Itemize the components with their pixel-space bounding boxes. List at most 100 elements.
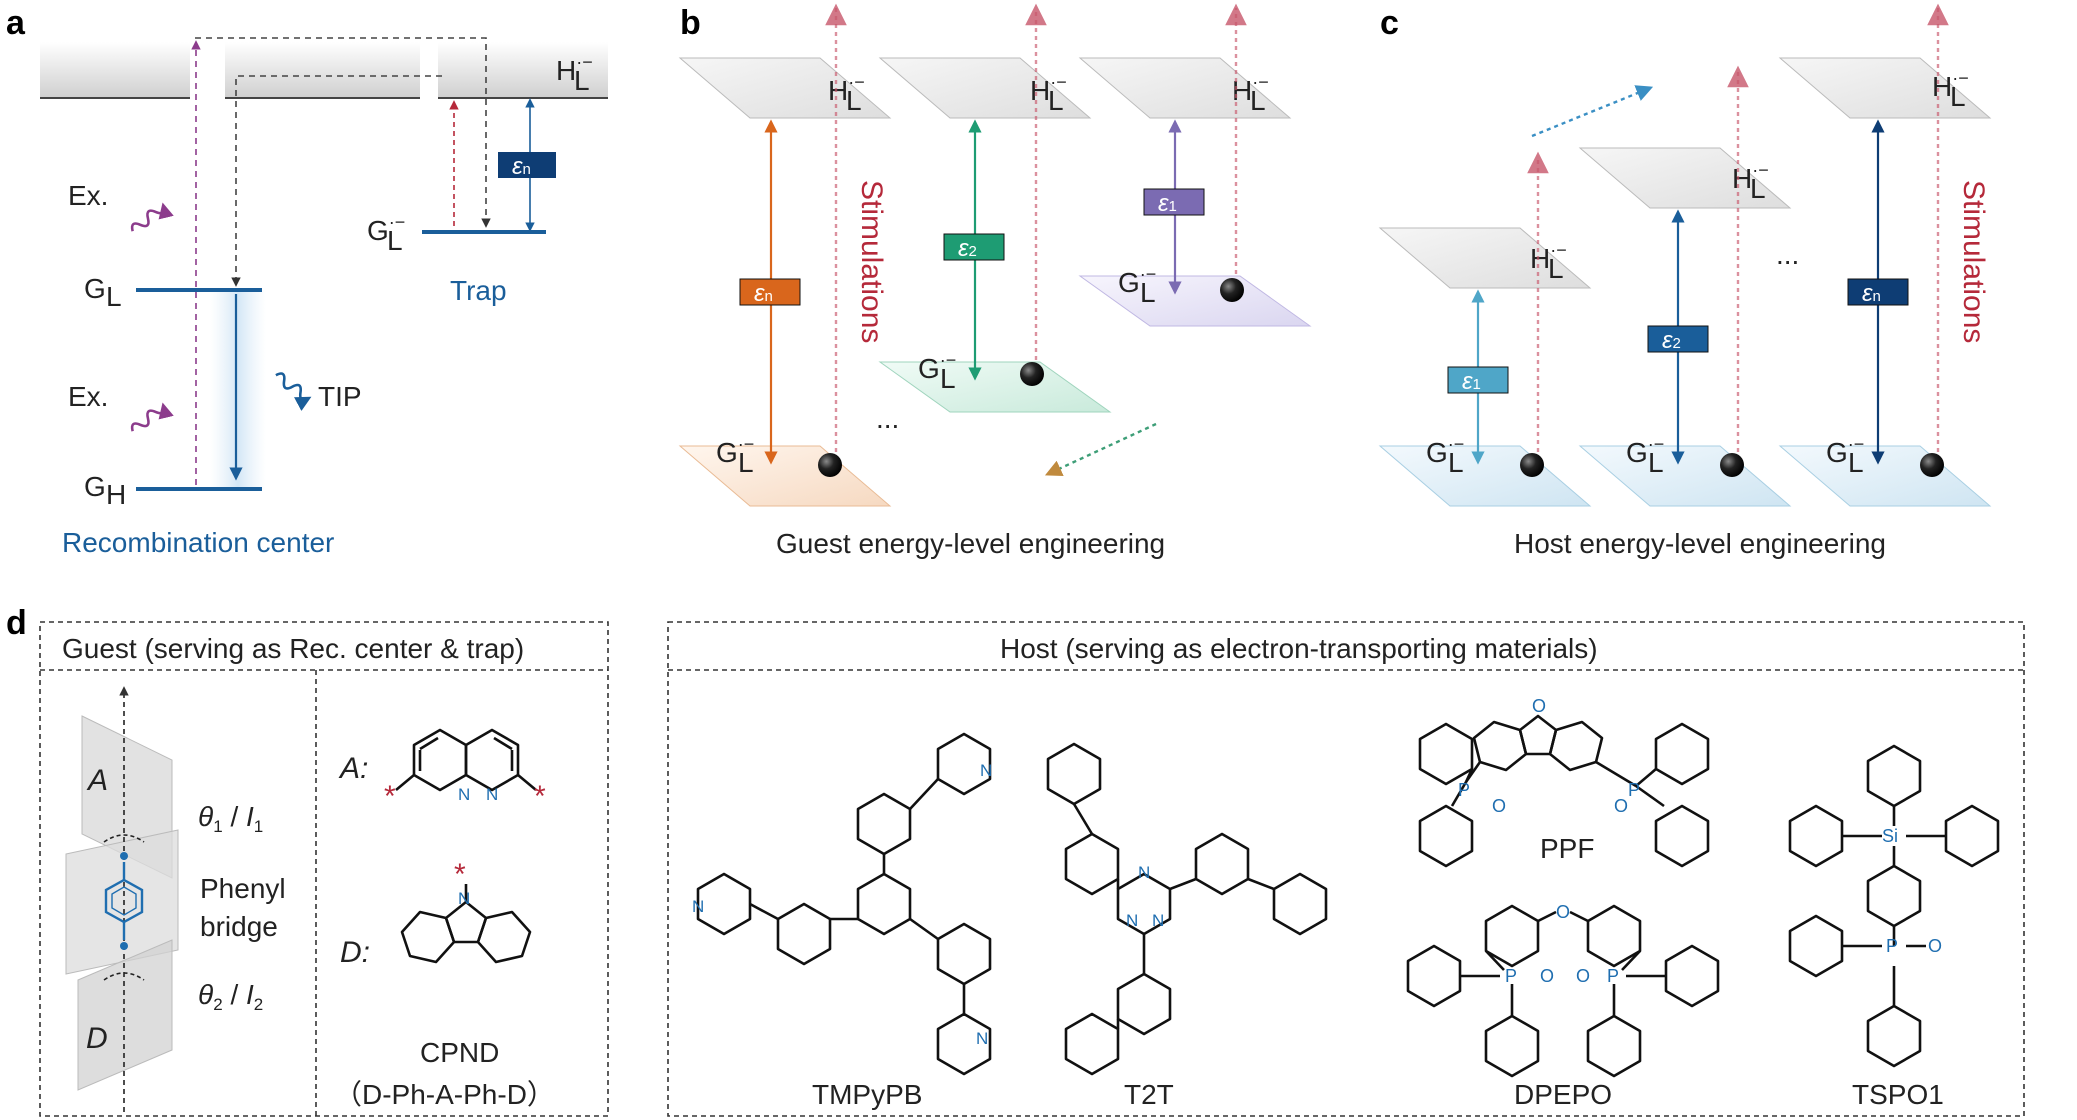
svg-text:L: L: [1140, 277, 1156, 308]
trap-level-label: G·− L: [367, 212, 405, 256]
phenyl-node-top: [120, 852, 128, 860]
torsion-arc-2-icon: [103, 972, 145, 981]
guest-plane-c3: [1778, 445, 1992, 507]
ppf-label: PPF: [1540, 833, 1594, 864]
acceptor-n1: N: [458, 785, 470, 804]
svg-text:L: L: [1048, 85, 1064, 116]
guest-plane-b1: [678, 445, 892, 507]
tmpypb-n3: N: [976, 1029, 988, 1048]
host-box: [667, 621, 2025, 1117]
caption-c: Host energy-level engineering: [1514, 528, 1886, 559]
epsilon-1-box-c: [1447, 366, 1509, 394]
guest-plane-c1: [1378, 445, 1592, 507]
tmpypb-n2: N: [692, 897, 704, 916]
svg-text:ε1: ε1: [1462, 368, 1481, 395]
plane-d-label: D: [86, 1022, 108, 1055]
electron-b1: [818, 453, 842, 477]
svg-text:L: L: [846, 85, 862, 116]
electron-c3: [1920, 453, 1944, 477]
guest-plane-b3: [1078, 275, 1312, 327]
naphthyridine-structure: [395, 728, 537, 792]
svg-text:L: L: [387, 225, 403, 256]
svg-text:θ2 / I2: θ2 / I2: [198, 979, 263, 1014]
host-plane-b2: [878, 57, 1092, 119]
guest-box: [39, 621, 609, 1117]
panel-label-d: d: [6, 604, 27, 642]
host-level-label: H·− L: [556, 52, 593, 96]
theta2-label: θ2 / I2: [198, 979, 263, 1014]
tspo1-structure: [1788, 744, 2000, 1068]
plane-donor: [77, 939, 173, 1091]
epsilon-n-box-b: [739, 278, 801, 306]
svg-text:εn: εn: [754, 280, 773, 307]
ellipsis-c: ...: [1776, 239, 1799, 270]
electron-c2: [1720, 453, 1744, 477]
phenyl-label: Phenyl: [200, 873, 286, 904]
svg-text:L: L: [738, 447, 754, 478]
electron-c1: [1520, 453, 1544, 477]
tip-emission-wave-icon: [275, 372, 312, 411]
h-label-b3: H·−L: [1232, 72, 1269, 116]
acceptor-star-left: *: [384, 780, 396, 813]
donor-n: N: [458, 889, 470, 908]
plane-a-label: A: [86, 764, 108, 797]
svg-text:H·−: H·−: [556, 52, 593, 86]
cpnd-formula: （D-Ph-A-Ph-D）: [334, 1079, 555, 1110]
theta1-label: θ1 / I1: [198, 801, 263, 836]
svg-text:L: L: [574, 65, 590, 96]
dashed-transfer-top: [195, 37, 491, 228]
panel-b: b H·−L H·−L H·−L εn ε2 ε1 G·−L G·−L G·−L: [678, 3, 1312, 559]
svg-text:G·−: G·−: [1626, 434, 1664, 468]
h-label-b1: H·−L: [828, 72, 865, 116]
ppf-p2: P: [1628, 780, 1640, 800]
t2t-structure: [1046, 742, 1328, 1076]
epsilon-n-box: [498, 152, 556, 178]
host-header: Host (serving as electron-transporting m…: [1000, 633, 1598, 664]
svg-text:H: H: [106, 479, 126, 510]
svg-text:G·−: G·−: [1118, 264, 1156, 298]
h-label-c1: H·−L: [1530, 240, 1567, 284]
torsion-arc-1-icon: [103, 834, 145, 843]
excitation-label-bottom: Ex.: [68, 381, 108, 412]
svg-text:G·−: G·−: [367, 212, 405, 246]
panel-a: a H·− L εn G·− L Trap: [6, 4, 608, 558]
panel-c: c H·−L H·−L H·−L ε1 ε2 εn G·−L G·−L G·−L: [1378, 3, 1992, 559]
trend-arrow-b: [1044, 422, 1157, 476]
ppf-structure: [1418, 714, 1710, 868]
caption-b: Guest energy-level engineering: [776, 528, 1165, 559]
svg-text:H·−: H·−: [1932, 68, 1969, 102]
donor-label: D:: [340, 936, 370, 969]
guest-plane-b2: [878, 361, 1112, 413]
g-label-b1: G·−L: [716, 434, 754, 478]
panel-label-c: c: [1380, 4, 1399, 42]
tspo1-si: Si: [1882, 826, 1898, 846]
svg-text:H·−: H·−: [828, 72, 865, 106]
trap-label: Trap: [450, 275, 507, 306]
acceptor-n2: N: [486, 785, 498, 804]
tip-glow: [210, 290, 266, 490]
dpepo-p2: P: [1607, 966, 1619, 986]
host-plane-b1: [678, 57, 892, 119]
panel-label-a: a: [6, 4, 26, 42]
tspo1-o: O: [1928, 936, 1942, 956]
h-label-c3: H·−L: [1932, 68, 1969, 112]
g-label-b3: G·−L: [1118, 264, 1156, 308]
carbazole-structure: [400, 884, 532, 964]
acceptor-label: A:: [338, 752, 368, 785]
dpepo-label: DPEPO: [1514, 1079, 1612, 1110]
t2t-n1: N: [1138, 863, 1150, 882]
phenyl-node-bottom: [120, 942, 128, 950]
svg-text:L: L: [1648, 447, 1664, 478]
excitation-label-top: Ex.: [68, 180, 108, 211]
stimulations-label-c: Stimulations: [1957, 180, 1990, 343]
tmpypb-label: TMPyPB: [812, 1079, 922, 1110]
svg-text:ε2: ε2: [1662, 327, 1681, 354]
plane-phenyl: [65, 829, 179, 975]
cpnd-label: CPND: [420, 1037, 499, 1068]
ppf-o1: O: [1492, 796, 1506, 816]
photon-wave-top-icon: [130, 202, 174, 232]
electron-b3: [1220, 278, 1244, 302]
phenyl-ring-inner-icon: [111, 886, 137, 916]
svg-text:H·−: H·−: [1232, 72, 1269, 106]
